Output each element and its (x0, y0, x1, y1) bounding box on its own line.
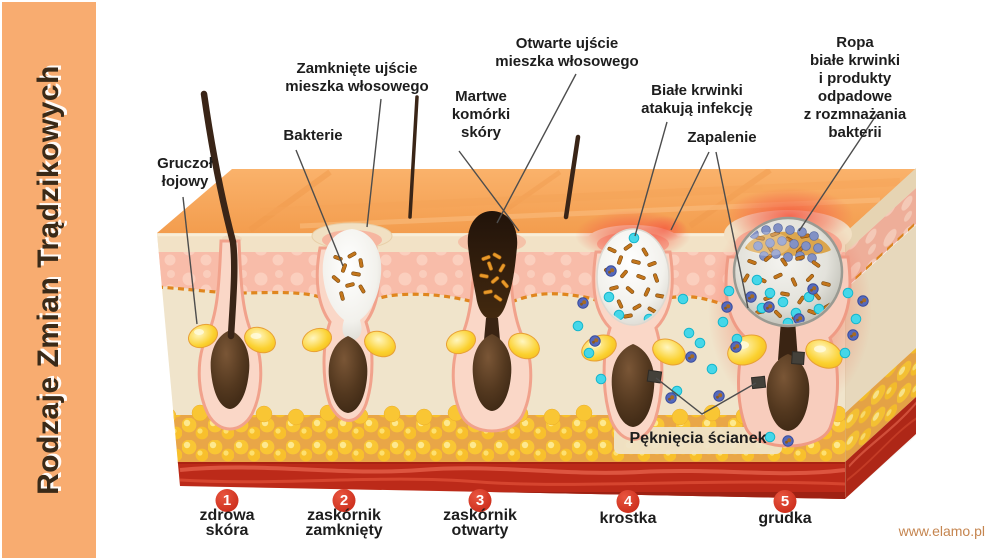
papule-contents (741, 223, 834, 324)
stage-label-open-comedone: zaskórnik otwarty (443, 507, 517, 539)
follicle-pustule (572, 228, 697, 441)
stage-label-healthy-skin: zdrowa skóra (199, 507, 255, 539)
title-sidebar: Rodzaje Zmian Trądzikowych (2, 2, 96, 558)
stage-number-1: 1 (215, 489, 239, 512)
hair-shaft (408, 95, 419, 219)
stage-label-pustule: krostka (599, 510, 657, 527)
stage-number-4: 4 (616, 490, 640, 513)
label-wall-ruptures: Pęknięcia ścianek (629, 430, 767, 447)
label-open-opening: Otwarte ujście mieszka włosowego (495, 35, 639, 70)
stage-number-2: 2 (332, 489, 356, 512)
wall-rupture-square (791, 351, 805, 365)
stage-number-5: 5 (773, 490, 797, 513)
pointer-zapalenie-right (715, 151, 749, 309)
stage-label-closed-comedone: zaskórnik zamknięty (305, 507, 383, 539)
sebaceous-gland (727, 334, 843, 369)
pointer-zapalenie-left (670, 151, 710, 231)
label-white-blood-cells: Białe krwinki atakują infekcję (641, 82, 753, 117)
pointer-biale (634, 121, 668, 237)
website-watermark: www.elamo.pl (898, 523, 985, 539)
wall-rupture-square (750, 375, 767, 390)
muscle-layer (157, 462, 845, 499)
sebaceous-gland (187, 323, 276, 354)
pointer-bakterie (295, 149, 344, 267)
hairs (200, 90, 581, 340)
stage-label-papule: grudka (758, 510, 812, 527)
follicle-open-comedone (445, 211, 540, 433)
pointer-pekniecia (655, 377, 757, 415)
sebaceous-gland (445, 329, 540, 360)
stage-number-3: 3 (468, 489, 492, 512)
label-inflammation: Zapalenie (687, 129, 757, 146)
pointer-lines (182, 73, 878, 415)
hair-shaft (563, 134, 581, 220)
sebaceous-gland (301, 327, 396, 358)
follicle-papule (694, 216, 869, 448)
follicle-closed-comedone (301, 229, 396, 422)
pointer-otwarte (496, 73, 577, 224)
pointer-zamkniete (366, 98, 382, 228)
label-sebaceous-gland: Gruczoł łojowy (157, 155, 213, 190)
pointer-martwe (458, 150, 520, 232)
white-blood-cell (628, 232, 640, 244)
hair-shaft (200, 90, 238, 340)
label-bacteria: Bakterie (283, 127, 343, 144)
pointer-gruczol (182, 196, 198, 325)
blackhead-plug (467, 211, 518, 320)
label-closed-opening: Zamknięte ujście mieszka włosowego (285, 60, 429, 95)
label-dead-skin-cells: Martwe komórki skóry (451, 88, 511, 141)
pus-sac (596, 228, 670, 326)
label-pus: Ropa białe krwinki i produkty odpadowe z… (803, 34, 907, 141)
pointer-ropa (798, 113, 878, 232)
